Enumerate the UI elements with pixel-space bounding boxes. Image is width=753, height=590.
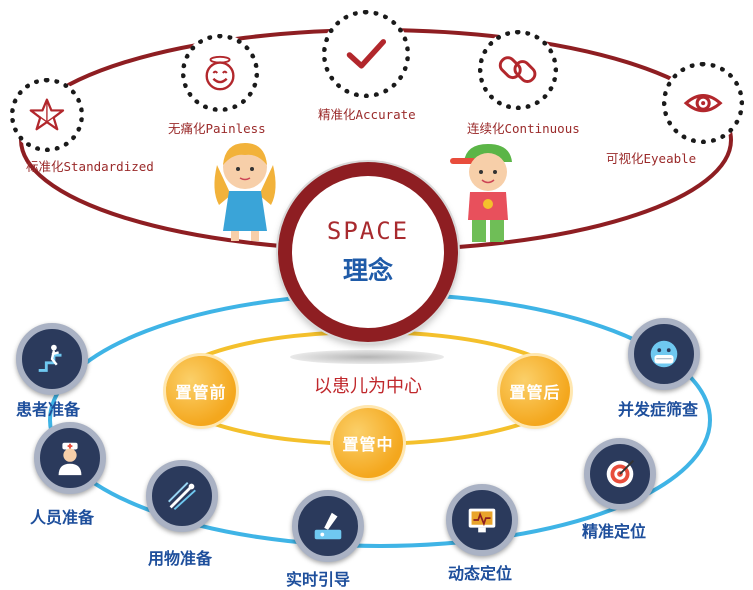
monitor-icon [468, 508, 496, 533]
continuous-circle [478, 30, 558, 110]
step-staff-prep [34, 422, 106, 494]
patient-center-label: 以患儿为中心 [314, 376, 422, 397]
chain-link-icon [499, 56, 537, 84]
eye-icon [683, 93, 723, 113]
concept-title: SPACE [326, 217, 410, 245]
painless-circle [181, 34, 259, 112]
step-realtime-guidance [292, 490, 364, 562]
concept-label-accurate: 精准化Accurate [318, 107, 416, 122]
step-supplies-prep [146, 460, 218, 532]
stairs-icon [38, 344, 62, 372]
step-label-precise-positioning: 精准定位 [582, 522, 647, 541]
step-label-complication-screening: 并发症筛查 [618, 400, 699, 419]
step-precise-positioning [584, 438, 656, 510]
checkmark-icon [346, 39, 387, 69]
target-icon [606, 460, 634, 488]
stage-after: 置管后 [500, 356, 570, 426]
space-concept-circle: SPACE 理念 [278, 162, 458, 342]
eyeable-circle [662, 62, 744, 144]
concept-label-painless: 无痛化Painless [168, 121, 266, 136]
tools-icon [168, 482, 196, 511]
concept-label-eyeable: 可视化Eyeable [606, 151, 697, 166]
smiley-icon [205, 55, 235, 91]
concept-label-continuous: 连续化Continuous [467, 121, 580, 136]
stage-before: 置管前 [166, 356, 236, 426]
step-label-dynamic-positioning: 动态定位 [448, 564, 513, 583]
concept-label-standardized: 标准化Standardized [26, 159, 154, 174]
standardized-circle [10, 78, 84, 152]
center-shadow [290, 350, 444, 364]
star-icon [29, 98, 65, 131]
step-label-realtime-guidance: 实时引导 [286, 570, 351, 589]
step-label-staff-prep: 人员准备 [30, 508, 95, 527]
boy-illustration [450, 144, 512, 242]
ultrasound-probe-icon [314, 512, 342, 540]
concept-subtitle: 理念 [342, 256, 393, 285]
girl-illustration [214, 143, 276, 241]
nurse-icon [58, 442, 82, 476]
mask-icon [650, 340, 678, 368]
step-patient-prep [16, 323, 88, 395]
step-label-supplies-prep: 用物准备 [148, 549, 213, 568]
step-complication-screening [628, 318, 700, 390]
stage-during: 置管中 [333, 408, 403, 478]
step-dynamic-positioning [446, 484, 518, 556]
step-label-patient-prep: 患者准备 [16, 400, 81, 419]
accurate-circle [322, 10, 410, 98]
